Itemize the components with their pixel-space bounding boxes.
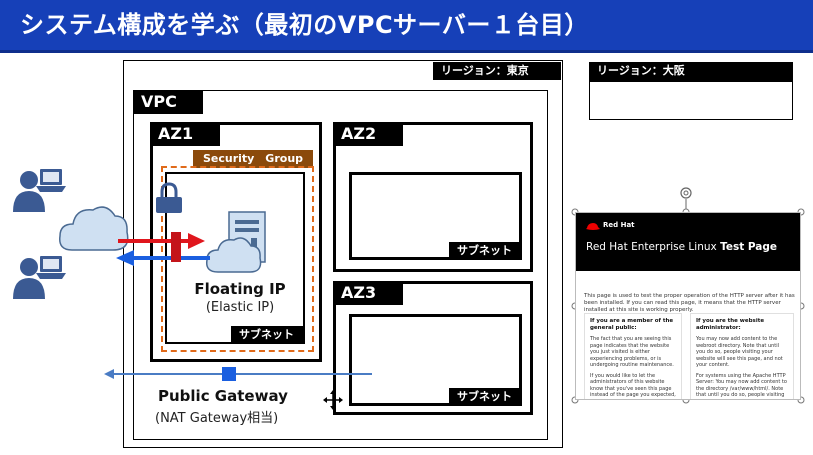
move-cursor-icon [323, 390, 343, 410]
user-icon [13, 256, 66, 299]
internet-cloud-icon [59, 206, 129, 251]
redhat-col-admin: If you are the website administrator: Yo… [690, 313, 794, 400]
public-gateway-label: Public Gateway [158, 387, 288, 405]
redhat-header: Red Hat Red Hat Enterprise Linux Test Pa… [576, 213, 800, 271]
redhat-brand: Red Hat [603, 221, 635, 229]
az3-subnet-label: サブネット [449, 388, 521, 406]
public-gateway-sub: (NAT Gateway相当) [155, 411, 279, 426]
security-group-label: Security Group [193, 150, 313, 168]
region-tokyo-label: リージョン：東京 [433, 62, 561, 80]
redhat-page-title: Red Hat Enterprise Linux Test Page [586, 241, 777, 253]
floating-ip-sub: (Elastic IP) [205, 300, 275, 315]
az1-label: AZ1 [150, 122, 220, 146]
outbound-arrow [116, 250, 210, 266]
title-underline [0, 50, 813, 53]
floating-ip-marker [171, 232, 181, 262]
redhat-title-bold: Test Page [720, 241, 778, 253]
redhat-col1-p1: The fact that you are seeing this page i… [590, 336, 674, 368]
redhat-col-public: If you are a member of the general publi… [584, 313, 682, 400]
redhat-col1-p2: If you would like to let the administrat… [590, 372, 676, 400]
redhat-col1-heading: If you are a member of the general publi… [590, 318, 674, 331]
redhat-logo-icon [586, 223, 600, 230]
redhat-col2-heading: If you are the website administrator: [696, 318, 765, 331]
az3-label: AZ3 [333, 281, 403, 305]
az2-label: AZ2 [333, 122, 403, 146]
floating-ip-label: Floating IP [194, 280, 286, 298]
redhat-title-main: Red Hat Enterprise Linux [586, 241, 721, 253]
region-osaka-label: リージョン：大阪 [589, 62, 793, 82]
az1-subnet-label: サブネット [231, 326, 303, 344]
user-icon [13, 169, 66, 212]
az2-subnet-label: サブネット [449, 242, 521, 260]
lock-icon [156, 182, 182, 213]
redhat-col2-p1: You may now add content to the webroot d… [696, 336, 783, 368]
inbound-arrow [118, 233, 205, 249]
redhat-intro: This page is used to test the proper ope… [584, 293, 795, 313]
vpc-label: VPC [133, 90, 203, 114]
redhat-test-page[interactable]: Red Hat Red Hat Enterprise Linux Test Pa… [575, 212, 801, 400]
slide-title: システム構成を学ぶ（最初のVPCサーバー１台目） [0, 0, 813, 50]
public-gateway-line [104, 367, 372, 381]
redhat-col2-p2: For systems using the Apache HTTP Server… [696, 372, 787, 400]
